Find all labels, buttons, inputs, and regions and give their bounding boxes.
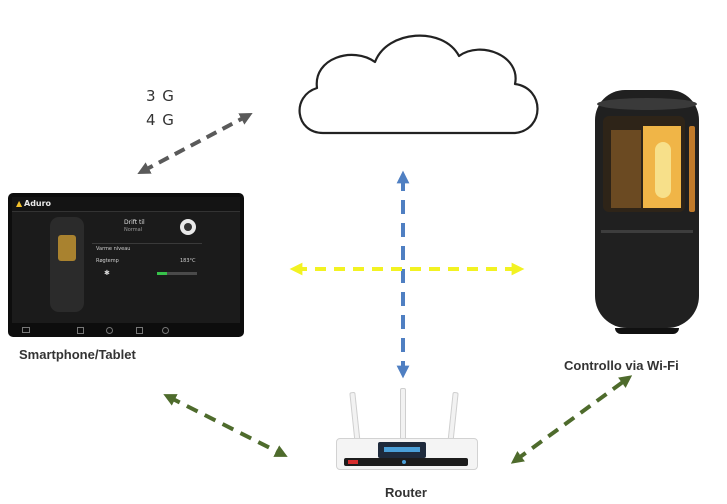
app-row-label: Varme niveau (96, 246, 131, 252)
tablet-image: ▲ Aduro Drift til Normal Varme niveau Rø… (8, 193, 244, 337)
router-label: Router (385, 485, 427, 500)
router-led (348, 460, 358, 464)
router-image (328, 388, 480, 480)
app-header: ▲ Aduro (12, 197, 240, 212)
stove-side-glass (689, 126, 695, 212)
stove-door-seam (601, 230, 693, 233)
stove-image (595, 90, 699, 338)
app-brand: Aduro (24, 199, 52, 208)
tablet-nav-bar (12, 324, 240, 334)
nav-icon[interactable] (77, 327, 84, 334)
stove-label: Controllo via Wi-Fi (564, 358, 679, 373)
power-icon (184, 223, 192, 231)
app-divider (92, 243, 202, 244)
nav-icon[interactable] (162, 327, 169, 334)
tablet-label: Smartphone/Tablet (19, 347, 136, 362)
app-mode-sub: Normal (124, 227, 143, 233)
router-antenna (400, 388, 406, 442)
cloud-icon (298, 34, 539, 135)
app-power-button[interactable] (180, 219, 196, 235)
router-antenna (447, 391, 459, 445)
flame-icon: ▲ (16, 199, 23, 208)
stove-window (603, 116, 685, 212)
tablet-screen: ▲ Aduro Drift til Normal Varme niveau Rø… (12, 197, 240, 323)
router-led (402, 460, 406, 464)
router-stove-arrow (510, 375, 633, 464)
home-icon[interactable] (106, 327, 113, 334)
app-row-label: Røgtemp (96, 258, 119, 264)
router-front-panel (344, 458, 468, 466)
app-stove-window (58, 235, 76, 261)
mobile-data-arrow (137, 113, 253, 174)
back-icon[interactable] (22, 327, 30, 333)
network-label-4g: 4 G (146, 111, 175, 129)
recent-apps-icon[interactable] (136, 327, 143, 334)
network-label-3g: 3 G (146, 87, 175, 105)
stove-firebox (611, 130, 641, 208)
router-antenna (349, 391, 361, 445)
fan-icon: ✱ (104, 269, 110, 277)
router-display-bar (384, 447, 420, 452)
app-mode-title: Drift til (124, 219, 145, 226)
flame-core (655, 142, 671, 198)
router-display (378, 442, 426, 458)
app-slider-fill (157, 272, 167, 275)
stove-top (597, 98, 697, 110)
app-row-value: 183°C (180, 258, 196, 264)
app-slider-track[interactable] (157, 272, 197, 275)
app-stove-image (50, 217, 84, 312)
stove-base (615, 328, 679, 334)
tablet-router-arrow (163, 394, 288, 457)
